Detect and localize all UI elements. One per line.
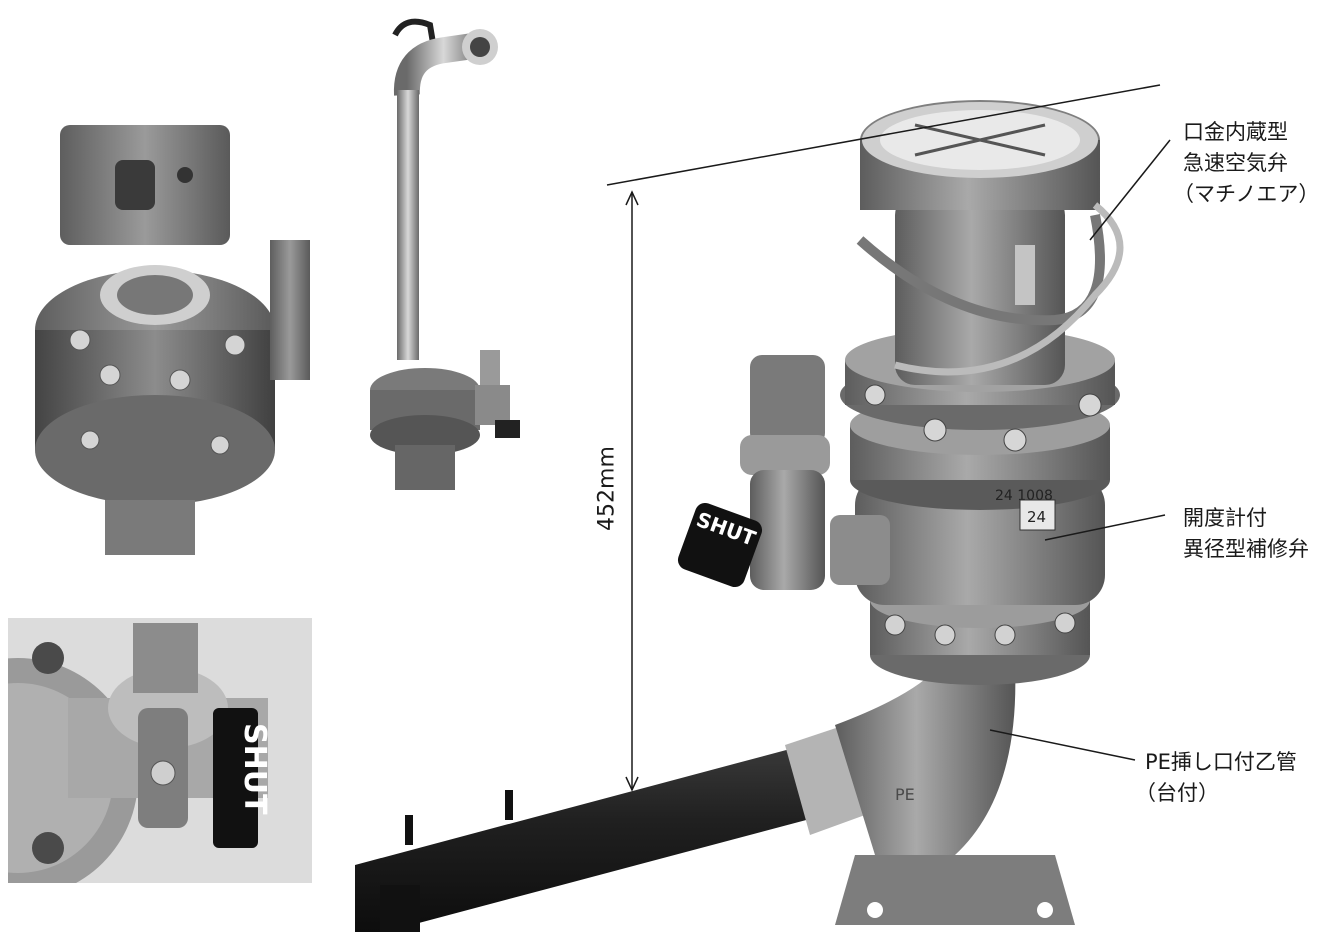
photo-standpipe (365, 15, 535, 490)
callout-repair-valve: 開度計付 異径型補修弁 (1183, 503, 1309, 565)
dimension-label: 452mm (594, 446, 620, 531)
photo-handle-closeup: SHUT (8, 618, 312, 883)
photo-main-assembly: PE 24 1008 24 SHUT (355, 95, 1125, 932)
handle-tag-text: SHUT (237, 723, 272, 815)
valve-tag-text: 24 (1027, 508, 1046, 526)
callout-repair-valve-line1: 開度計付 (1183, 506, 1267, 530)
callout-air-valve: 口金内蔵型 急速空気弁 （マチノエア） (1173, 117, 1319, 210)
callout-repair-valve-line2: 異径型補修弁 (1183, 537, 1309, 561)
callout-air-valve-line1: 口金内蔵型 (1183, 120, 1288, 144)
pipe-marking-text: PE (895, 785, 915, 804)
photo-flange-closeup (20, 120, 310, 555)
callout-air-valve-line3: （マチノエア） (1173, 182, 1320, 206)
callout-pe-pipe: PE挿し口付乙管 （台付） (1135, 747, 1297, 809)
callout-pe-pipe-line1: PE挿し口付乙管 (1145, 750, 1297, 774)
callout-air-valve-line2: 急速空気弁 (1183, 151, 1288, 175)
callout-pe-pipe-line2: （台付） (1135, 781, 1219, 805)
